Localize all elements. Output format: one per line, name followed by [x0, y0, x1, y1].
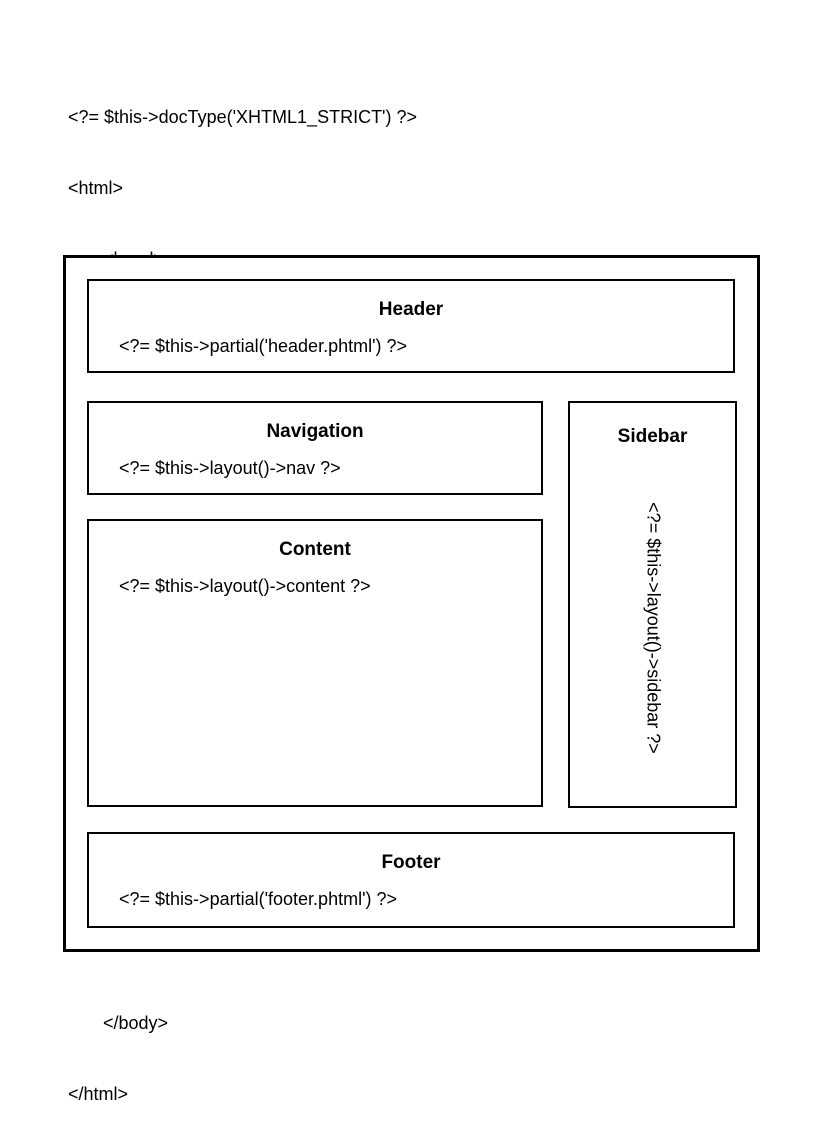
- content-box-code: <?= $this->layout()->content ?>: [119, 576, 371, 596]
- footer-box-title: Footer: [381, 852, 441, 873]
- code-line: <?= $this->docType('XHTML1_STRICT') ?>: [68, 107, 418, 128]
- sidebar-box-title: Sidebar: [617, 426, 688, 447]
- sidebar-code-area: <?= $this->layout()->sidebar ?>: [570, 449, 735, 806]
- footer-box-code: <?= $this->partial('footer.phtml') ?>: [119, 889, 398, 909]
- sidebar-box: Sidebar <?= $this->layout()->sidebar ?>: [568, 401, 737, 808]
- navigation-box-title: Navigation: [266, 421, 364, 442]
- page: { "page": { "background": "#ffffff", "te…: [63, 107, 760, 1104]
- navigation-box-code: <?= $this->layout()->nav ?>: [119, 458, 341, 478]
- content-box: Content <?= $this->layout()->content ?>: [87, 519, 543, 807]
- code-line: </html>: [68, 1083, 129, 1104]
- header-box-title: Header: [378, 299, 444, 320]
- code-line: </body>: [68, 1013, 169, 1034]
- header-box: Header <?= $this->partial('header.phtml'…: [87, 279, 735, 373]
- content-box-title: Content: [279, 539, 351, 560]
- footer-box: Footer <?= $this->partial('footer.phtml'…: [87, 832, 735, 928]
- code-line: <html>: [68, 177, 124, 198]
- bottom-code-block: </body> </html>: [68, 965, 168, 1130]
- navigation-box: Navigation <?= $this->layout()->nav ?>: [87, 401, 543, 495]
- header-box-code: <?= $this->partial('header.phtml') ?>: [119, 336, 408, 356]
- sidebar-box-code: <?= $this->layout()->sidebar ?>: [643, 501, 663, 754]
